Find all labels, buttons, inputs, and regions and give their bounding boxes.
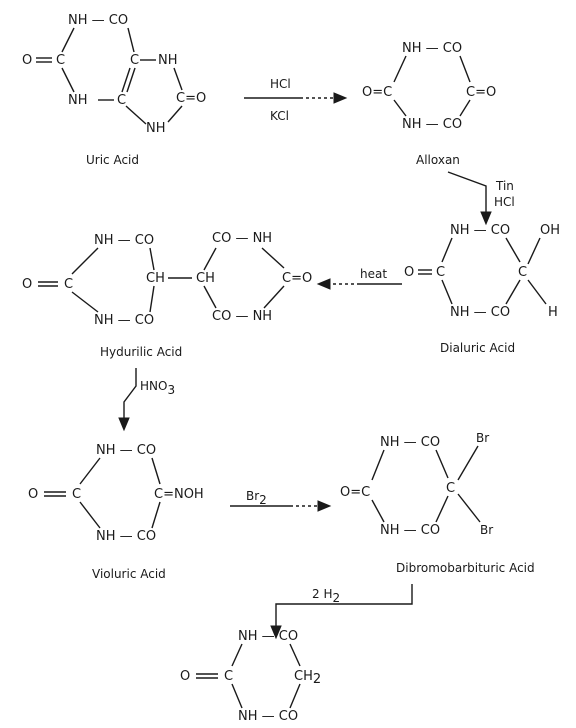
arrow-dibromo-to-final: 2 H2 [270, 584, 413, 640]
final-nh-co-bottom: NH — CO [238, 709, 298, 724]
violuric-acid-label: Violuric Acid [92, 567, 166, 581]
uric-oxygen-left: O [22, 53, 32, 68]
hydurilic-acid-label: Hydurilic Acid [100, 345, 182, 359]
reagent-hno3: HNO3 [140, 379, 175, 397]
arrow-uric-to-alloxan: HCl KCl [244, 77, 348, 123]
violuric-oxygen: O [28, 487, 38, 502]
reagent-hcl-1: HCl [270, 77, 291, 91]
uric-c-bottom: C [117, 93, 126, 108]
dibromo-o-dbl-c: O=C [340, 485, 370, 500]
uric-c-dbl-o: C=O [176, 91, 206, 106]
dialuric-nh-co-top: NH — CO [450, 223, 510, 238]
dialuric-c-left: C [436, 265, 445, 280]
uric-nh-bottom: NH [68, 93, 88, 108]
uric-nh-five-ring-bottom: NH [146, 121, 166, 136]
dialuric-acid-structure: NH — CO O C C NH — CO OH H [404, 223, 560, 320]
reagent-br2: Br2 [246, 489, 267, 507]
hydurilic-nh-co-top-left: NH — CO [94, 233, 154, 248]
barbituric-acid-structure: NH — CO O C CH2 NH — CO [180, 629, 321, 724]
dialuric-acid-label: Dialuric Acid [440, 341, 515, 355]
uric-c-top: C [130, 53, 139, 68]
dibromo-nh-co-bottom: NH — CO [380, 523, 440, 538]
uric-nh-five-ring-top: NH [158, 53, 178, 68]
dialuric-oh: OH [540, 223, 560, 238]
hydurilic-ch-right: CH [196, 271, 215, 286]
arrow-violuric-to-dibromo: Br2 [230, 489, 332, 512]
dibromobarbituric-acid-label: Dibromobarbituric Acid [396, 561, 535, 575]
dialuric-oxygen: O [404, 265, 414, 280]
violuric-acid-structure: NH — CO O C C=NOH NH — CO [28, 443, 204, 544]
hydurilic-nh-co-bottom-left: NH — CO [94, 313, 154, 328]
hydurilic-co-nh-bottom-right: CO — NH [212, 309, 272, 324]
reagent-hcl-2: HCl [494, 195, 515, 209]
reagent-2h2: 2 H2 [312, 587, 340, 605]
alloxan-o-dbl-c: O=C [362, 85, 392, 100]
arrow-dialuric-to-hydurilic: heat [316, 267, 402, 290]
final-nh-co-top: NH — CO [238, 629, 298, 644]
violuric-nh-co-top: NH — CO [96, 443, 156, 458]
uric-nh-co-top: NH — CO [68, 13, 128, 28]
reagent-tin: Tin [495, 179, 514, 193]
dialuric-c-right: C [518, 265, 527, 280]
reagent-heat: heat [360, 267, 387, 281]
reagent-kcl: KCl [270, 109, 289, 123]
hydurilic-c-left: C [64, 277, 73, 292]
dibromobarbituric-acid-structure: NH — CO O=C C NH — CO Br Br [340, 431, 493, 538]
uric-c-left: C [56, 53, 65, 68]
uric-acid-structure: NH — CO O C NH C C NH C=O NH [22, 13, 206, 136]
violuric-c-dbl-noh: C=NOH [154, 487, 204, 502]
alloxan-c-dbl-o: C=O [466, 85, 496, 100]
dibromo-nh-co-top: NH — CO [380, 435, 440, 450]
arrow-alloxan-to-dialuric: Tin HCl [447, 171, 515, 226]
alloxan-nh-co-top: NH — CO [402, 41, 462, 56]
dibromo-br-top: Br [476, 431, 489, 445]
dialuric-nh-co-bottom: NH — CO [450, 305, 510, 320]
final-c-left: C [224, 669, 233, 684]
final-ch2: CH2 [294, 669, 321, 687]
dibromo-br-bottom: Br [480, 523, 493, 537]
hydurilic-ch-left: CH [146, 271, 165, 286]
violuric-c-left: C [72, 487, 81, 502]
alloxan-label: Alloxan [416, 153, 460, 167]
hydurilic-acid-structure: NH — CO O C NH — CO CH CH CO — NH CO — N… [22, 231, 312, 328]
hydurilic-c-dbl-o: C=O [282, 271, 312, 286]
violuric-nh-co-bottom: NH — CO [96, 529, 156, 544]
dibromo-c-right: C [446, 481, 455, 496]
hydurilic-oxygen-left: O [22, 277, 32, 292]
alloxan-structure: NH — CO O=C C=O NH — CO [362, 41, 496, 132]
alloxan-nh-co-bottom: NH — CO [402, 117, 462, 132]
hydurilic-co-nh-top-right: CO — NH [212, 231, 272, 246]
arrow-hydurilic-to-violuric: HNO3 [118, 368, 175, 432]
uric-acid-label: Uric Acid [86, 153, 139, 167]
dialuric-h: H [548, 305, 558, 320]
final-oxygen: O [180, 669, 190, 684]
